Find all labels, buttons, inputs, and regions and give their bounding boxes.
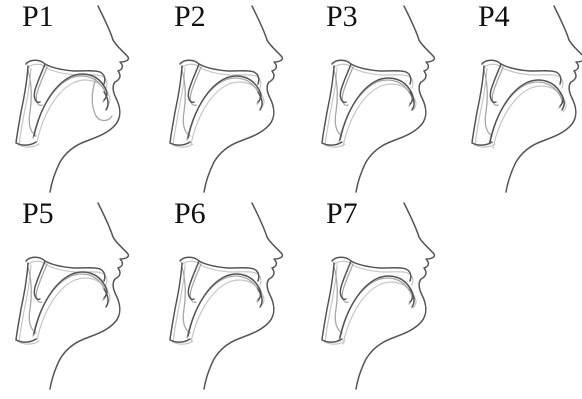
face-profile xyxy=(50,203,128,389)
contour-group xyxy=(472,6,582,192)
face-profile xyxy=(506,6,582,192)
panel-label-p2: P2 xyxy=(174,2,206,32)
tongue-contour xyxy=(340,78,413,140)
tongue-contour xyxy=(188,76,261,138)
tongue-contour-light xyxy=(493,86,566,148)
contour-group xyxy=(170,203,282,389)
tongue-contour xyxy=(34,272,107,334)
epiglottis-contour xyxy=(484,70,492,136)
tongue-contour-light xyxy=(343,282,416,344)
contour-group xyxy=(170,6,282,192)
tongue-contour-light xyxy=(37,80,110,142)
epiglottis-contour xyxy=(182,267,190,333)
panel-p4: P4 xyxy=(456,0,582,195)
contour-group xyxy=(16,203,128,389)
tongue-contour xyxy=(490,80,563,142)
epiglottis-contour xyxy=(28,70,36,136)
contour-group xyxy=(322,6,434,192)
face-profile xyxy=(356,6,434,192)
panel-p5: P5 xyxy=(0,197,145,392)
face-profile xyxy=(204,6,282,192)
epiglottis-contour xyxy=(182,70,190,136)
panel-label-p4: P4 xyxy=(478,2,510,32)
tongue-contour xyxy=(188,274,261,336)
tongue-contour-light xyxy=(191,82,264,144)
tongue-contour xyxy=(34,74,107,136)
tongue-contour-light xyxy=(37,278,110,340)
face-profile xyxy=(356,203,434,389)
panel-p6: P6 xyxy=(152,197,297,392)
contour-group xyxy=(16,6,128,192)
panel-p7: P7 xyxy=(304,197,449,392)
vocal-tract-contour-p4 xyxy=(456,0,582,195)
epiglottis-contour xyxy=(334,267,342,333)
epiglottis-contour xyxy=(28,267,36,333)
panel-label-p6: P6 xyxy=(174,199,206,229)
panel-label-p1: P1 xyxy=(22,2,54,32)
tongue-contour xyxy=(340,276,413,338)
face-profile xyxy=(204,203,282,389)
panel-label-p3: P3 xyxy=(326,2,358,32)
panel-p3: P3 xyxy=(304,0,449,195)
panel-label-p7: P7 xyxy=(326,199,358,229)
panel-label-p5: P5 xyxy=(22,199,54,229)
panel-p2: P2 xyxy=(152,0,297,195)
panel-p1: P1 xyxy=(0,0,145,195)
epiglottis-contour xyxy=(334,70,342,136)
contour-group xyxy=(322,203,434,389)
face-profile xyxy=(50,6,128,192)
